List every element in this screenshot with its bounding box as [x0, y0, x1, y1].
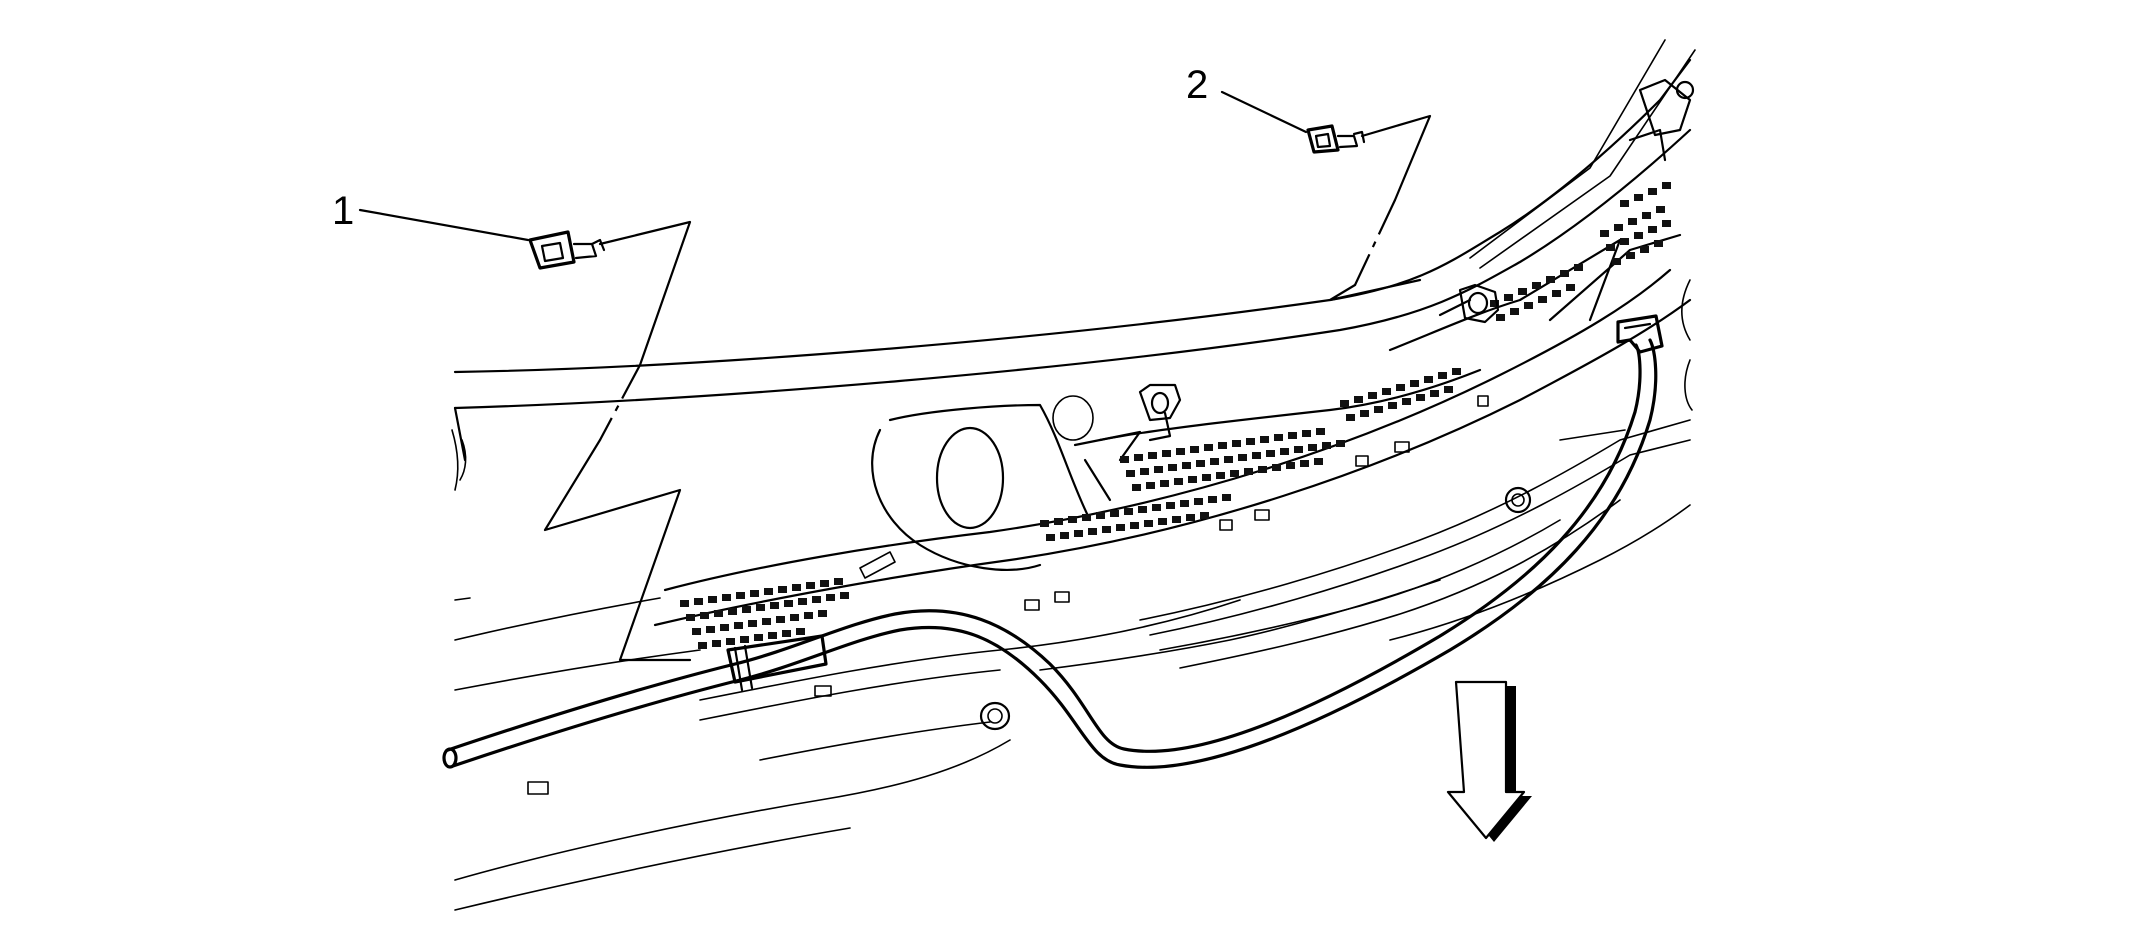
installed-retainer-right: [1438, 283, 1500, 324]
washer-hose: [442, 314, 1664, 769]
retainer-clip-1: [528, 230, 606, 270]
windshield-edge: [453, 39, 1696, 410]
panel-slots: [527, 395, 1489, 795]
cowl-panel: [453, 233, 1692, 627]
wiper-pivot-hardware: [1628, 78, 1695, 162]
body-panel-lines: [451, 279, 1693, 911]
installation-guide-lines: [543, 114, 1432, 662]
callout-2-label: 2: [1186, 63, 1208, 107]
retainer-clip-2: [1306, 124, 1366, 154]
callout-2: 2: [1186, 63, 1308, 134]
callout-1-label: 1: [332, 189, 354, 233]
down-arrow-icon: [1446, 680, 1532, 842]
cowl-grille-screen: [680, 182, 1671, 649]
callout-1: 1: [332, 189, 530, 242]
installed-retainer-left: [1138, 383, 1182, 442]
